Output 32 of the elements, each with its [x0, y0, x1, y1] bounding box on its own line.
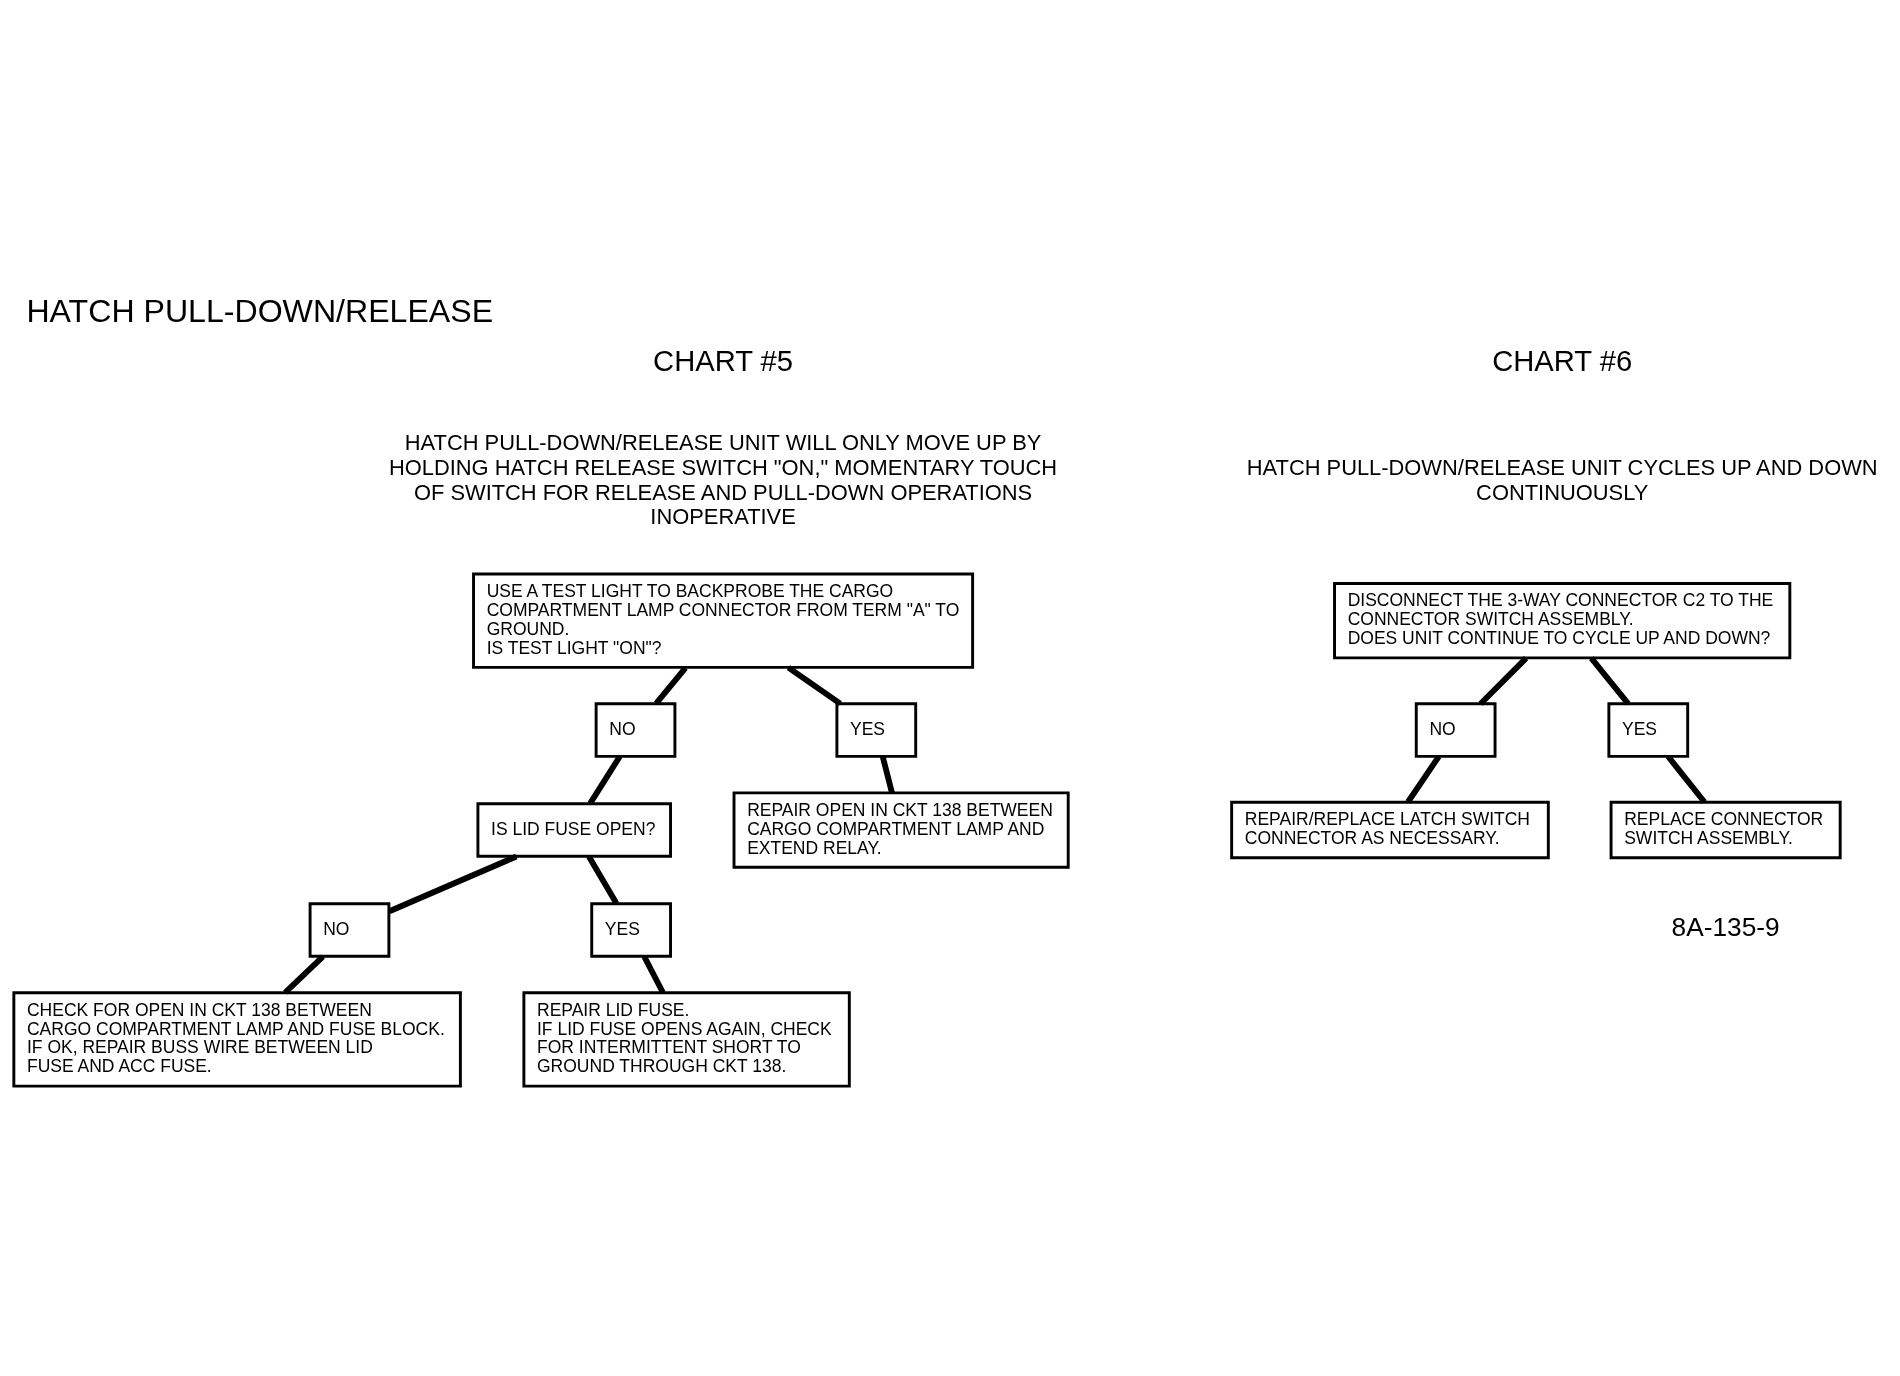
connector	[641, 954, 666, 994]
node-box: NO	[594, 701, 677, 758]
node-box: YES	[1607, 701, 1690, 758]
connector	[283, 954, 325, 995]
label: HATCH PULL-DOWN/RELEASE UNIT WILL ONLY MOVE UP BY HOLDING HATCH RELEASE SWITCH "ON," MOMENTARY TOUCH OF SWITCH FOR RELEASE AND PULL-DOWN OPERATIONS INOPERATIVE	[388, 429, 1058, 529]
connector	[1478, 655, 1529, 706]
node-box: NO	[308, 901, 391, 958]
connector	[786, 664, 842, 706]
node-box: YES	[835, 701, 918, 758]
node-box: NO	[1414, 701, 1497, 758]
node-box: REPLACE CONNECTOR SWITCH ASSEMBLY.	[1609, 800, 1842, 859]
node-box: DISCONNECT THE 3-WAY CONNECTOR C2 TO THE CONNECTOR SWITCH ASSEMBLY. DOES UNIT CONTINUE TO CYCLE UP AND DOWN?	[1333, 581, 1792, 659]
connector	[1589, 655, 1631, 706]
node-box: CHECK FOR OPEN IN CKT 138 BETWEEN CARGO COMPARTMENT LAMP AND FUSE BLOCK. IF OK, REPAIR BUSS WIRE BETWEEN LID FUSE AND ACC FUSE.	[12, 990, 462, 1088]
label: CHART #5	[653, 344, 794, 377]
connector	[586, 854, 619, 905]
node-box: USE A TEST LIGHT TO BACKPROBE THE CARGO COMPARTMENT LAMP CONNECTOR FROM TERM "A" TO GROUND. IS TEST LIGHT "ON"?	[472, 572, 975, 669]
node-box: YES	[590, 901, 672, 958]
node-box: IS LID FUSE OPEN?	[476, 801, 672, 858]
node-box: REPAIR LID FUSE. IF LID FUSE OPENS AGAIN, CHECK FOR INTERMITTENT SHORT TO GROUND THROUGH CKT 138.	[522, 990, 851, 1088]
connector	[587, 754, 623, 805]
connector	[879, 755, 895, 793]
label: CHART #6	[1492, 344, 1633, 377]
label: 8A-135-9	[1671, 911, 1780, 942]
diagram-title: HATCH PULL-DOWN/RELEASE	[26, 292, 494, 329]
label: HATCH PULL-DOWN/RELEASE UNIT CYCLES UP AND DOWN CONTINUOUSLY	[1246, 454, 1878, 505]
connector	[1665, 754, 1707, 804]
node-box: REPAIR OPEN IN CKT 138 BETWEEN CARGO COMPARTMENT LAMP AND EXTEND RELAY.	[732, 790, 1070, 869]
connector	[388, 853, 518, 914]
connector	[654, 665, 688, 705]
node-box: REPAIR/REPLACE LATCH SWITCH CONNECTOR AS NECESSARY.	[1230, 800, 1550, 859]
connector	[1405, 754, 1442, 804]
